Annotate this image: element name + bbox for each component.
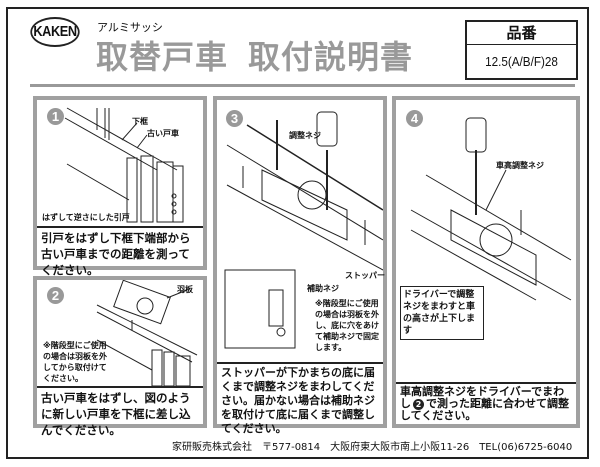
product-number-label: 品番: [467, 22, 576, 45]
product-number: 12.5(A/B/F)28: [485, 54, 558, 69]
header-divider: [30, 84, 575, 87]
step-1-illustration: [64, 107, 184, 223]
label-removed-door: はずして逆さにした引戸: [42, 213, 130, 222]
step-4-note: ドライバーで調整ネジをまわすと車の高さが上下します: [400, 286, 484, 340]
label-stopper: ストッパー: [345, 271, 385, 280]
label-wing-plate: 羽板: [177, 285, 193, 294]
step-2-note: ※階段型にご使用の場合は羽板を外してから取付けてください。: [43, 341, 107, 383]
label-aux-screw: 補助ネジ: [307, 284, 339, 293]
step-ref-badge: 2: [413, 399, 424, 410]
step-1-number: 1: [47, 108, 64, 125]
kaken-logo: KAKEN: [30, 17, 80, 47]
sheet-border: [6, 7, 589, 459]
page-title: 取替戸車取付説明書: [96, 32, 413, 78]
step-3-illustration: [224, 111, 383, 349]
step-2-illustration: [96, 280, 198, 386]
company-footer: 家研販売株式会社 〒577-0814 大阪府東大阪市南上小阪11-26 TEL(…: [172, 442, 573, 453]
step-1-caption: 引戸をはずし下框下端部から古い戸車までの距離を測ってください。: [37, 226, 203, 277]
step-3-panel: 3 調整ネジ ストッパー 補助ネジ ※階段型にご使用の場合は羽板を外し、底に穴を…: [213, 96, 387, 435]
label-adjust-screw: 調整ネジ: [289, 131, 321, 140]
step-3-number: 3: [226, 110, 243, 127]
step-4-illustration: [410, 117, 572, 301]
label-old-roller: 古い戸車: [147, 129, 179, 138]
caption-part-b: で測った距離に合わせて調整してください。: [400, 397, 569, 422]
step-4-number: 4: [406, 110, 423, 127]
label-height-adjust-screw: 車高調整ネジ: [496, 161, 544, 170]
step-4-panel: 4 車高調整ネジ ドライバーで調整ネジをまわすと車の高さが上下します 車高調整ネ…: [392, 96, 580, 428]
caption-part-a: 車高調整ネジをドライバーでまわし: [400, 385, 565, 410]
subtitle: アルミサッシ: [97, 21, 163, 34]
step-1-panel: 1 下框 古い戸車 はずして逆さにした引戸 引戸をはずし下框下端部から古い戸車ま…: [33, 96, 207, 277]
step-2-caption: 古い戸車をはずし、図のように新しい戸車を下框に差し込んでください。: [37, 386, 203, 437]
step-2-number: 2: [47, 287, 64, 304]
step-2-panel: 2 羽板 ※階段型にご使用の場合は羽板を外してから取付けてください。 古い戸車を…: [33, 276, 207, 437]
label-lower-frame: 下框: [132, 117, 148, 126]
step-3-caption: ストッパーが下かまちの底に届くまで調整ネジをまわしてください。届かない場合は補助…: [217, 362, 383, 435]
step-3-note: ※階段型にご使用の場合は羽板を外し、底に穴をあけて補助ネジで固定します。: [315, 299, 379, 352]
title-part1: 取替戸車: [96, 38, 229, 76]
title-part2: 取付説明書: [248, 38, 414, 76]
product-number-box: 品番 12.5(A/B/F)28: [465, 20, 578, 80]
